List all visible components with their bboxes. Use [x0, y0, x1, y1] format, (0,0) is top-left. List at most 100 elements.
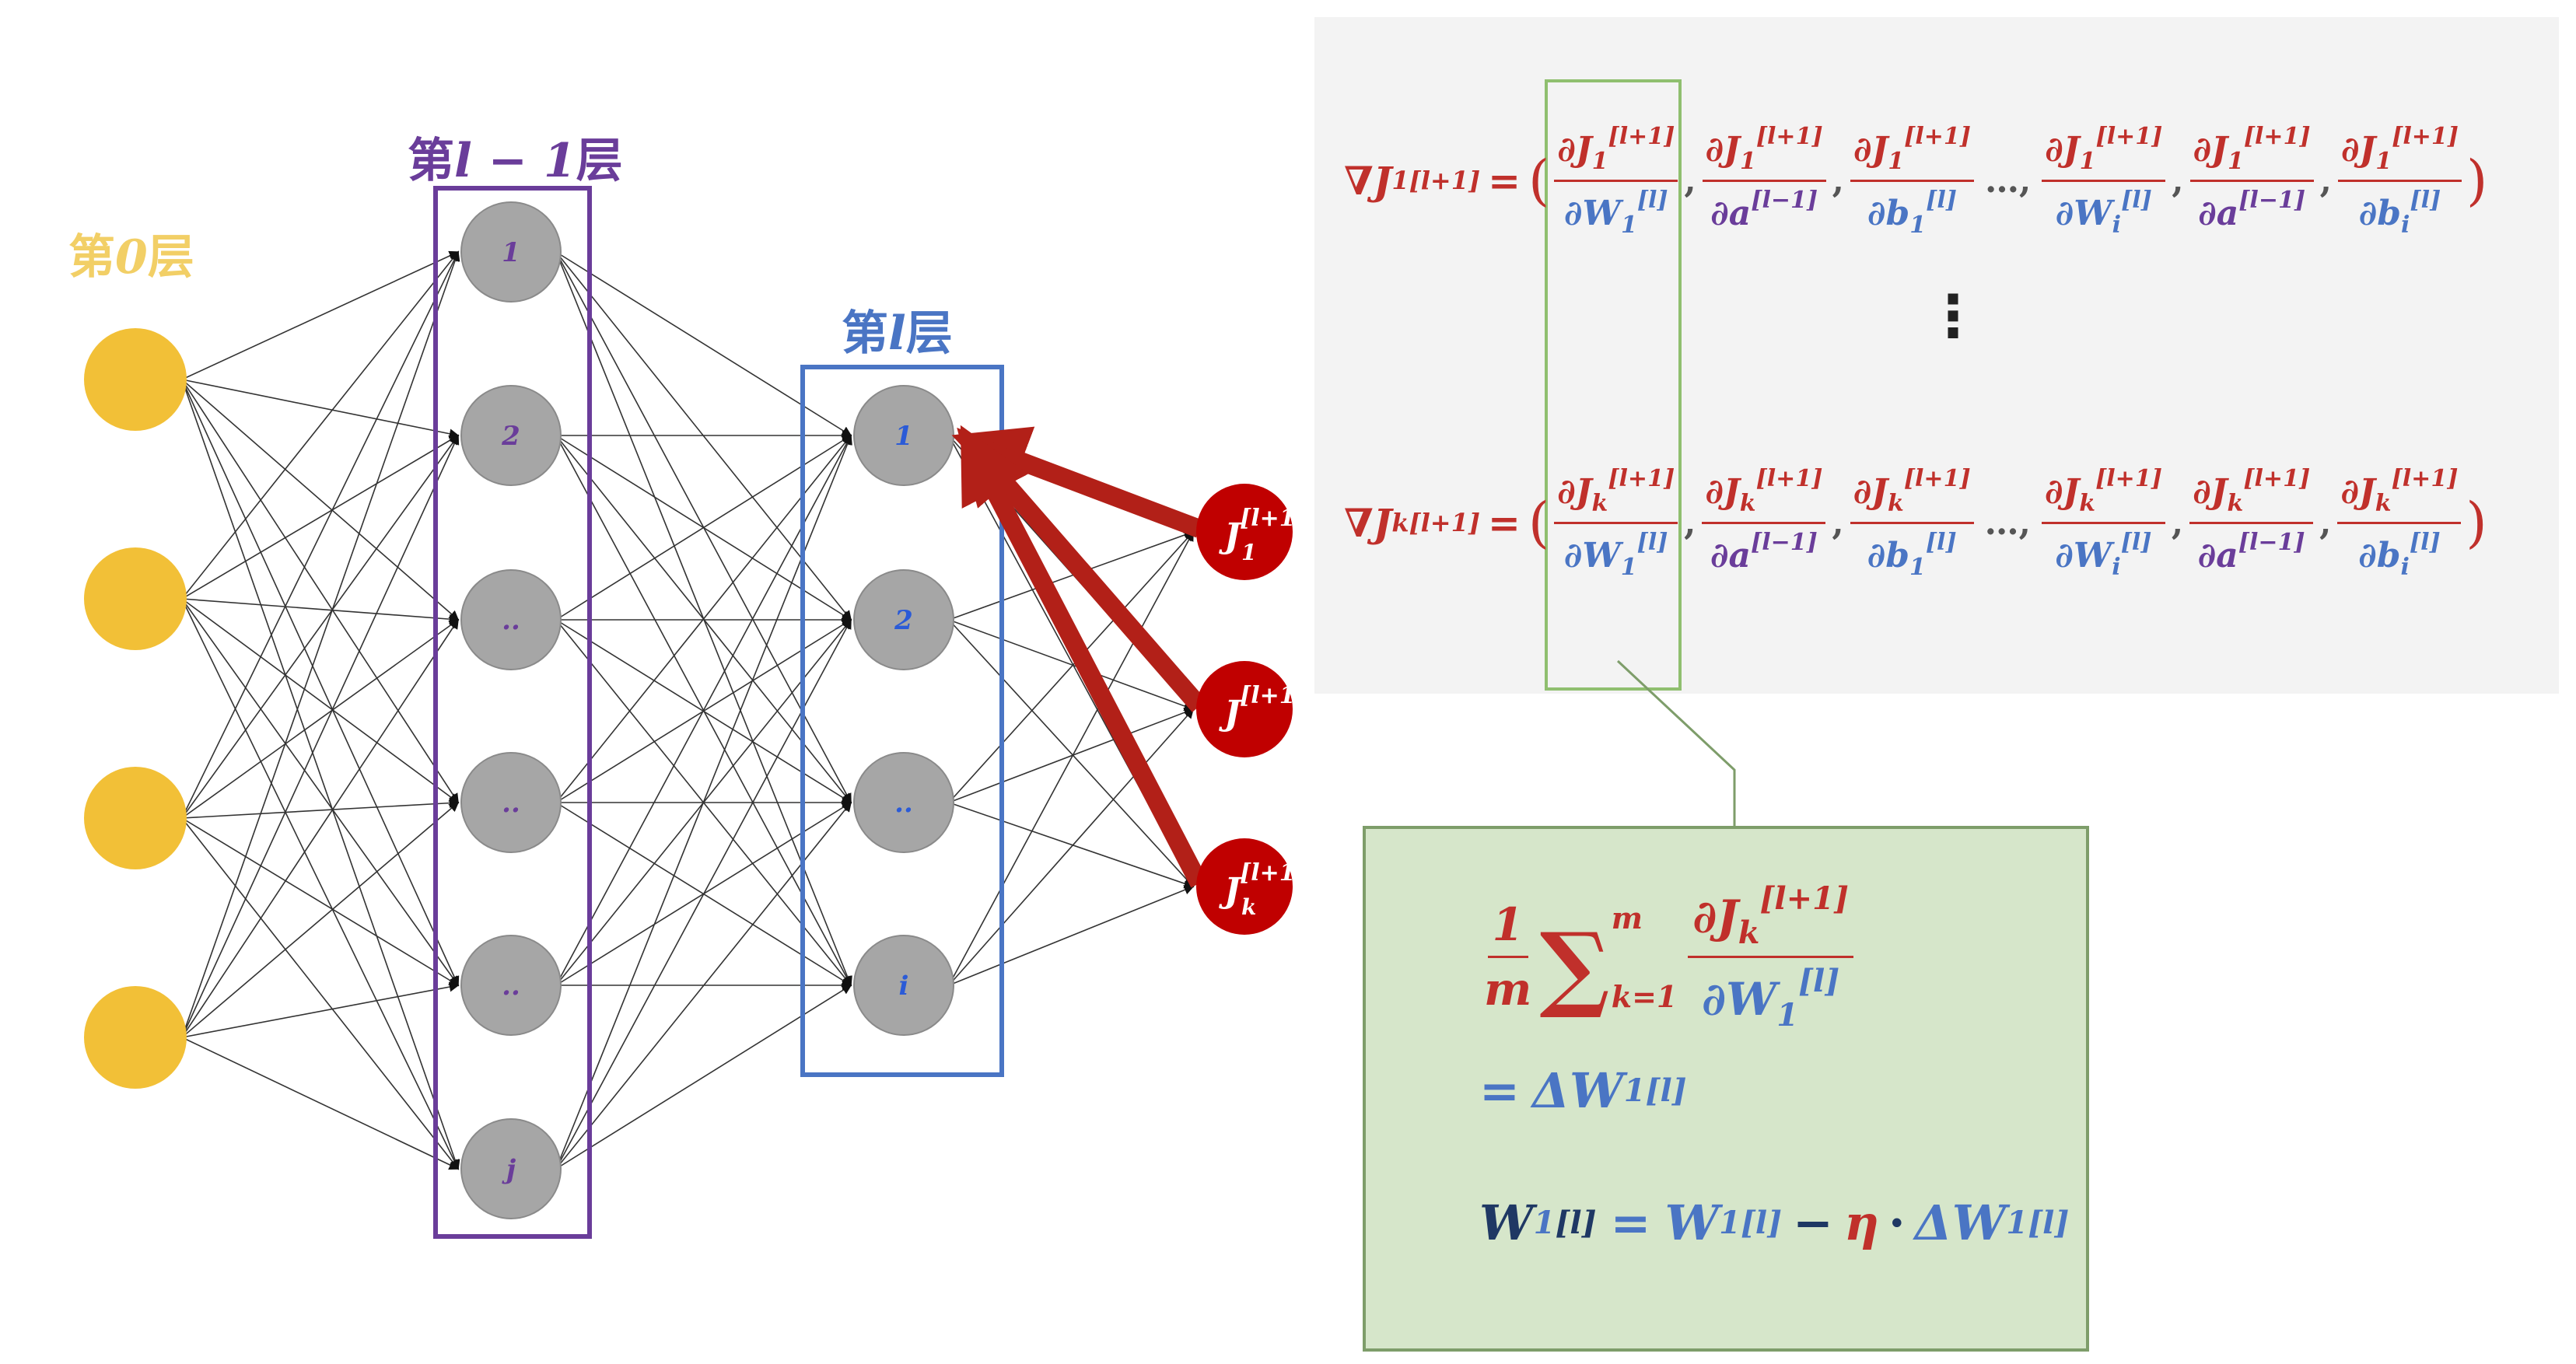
num-symbol: ∂J: [2044, 471, 2080, 512]
edge-input-to-prev: [181, 981, 460, 1038]
edge-input-to-prev: [181, 817, 460, 986]
ellipsis: …,: [1984, 502, 2031, 543]
fraction-numerator: ∂J1[l+1]: [2189, 123, 2314, 182]
num-sup: [l+1]: [1755, 464, 1823, 492]
fraction-denominator: ∂W1[l]: [1561, 182, 1671, 239]
fraction-numerator: ∂J1[l+1]: [1850, 123, 1974, 182]
cur-layer-node-label: 1: [894, 421, 913, 452]
edge-cur-to-out: [948, 619, 1195, 712]
edge-cur-to-out: [948, 885, 1195, 986]
num-sub: 1: [1888, 147, 1905, 175]
den-sup: [l−1]: [1751, 528, 1818, 556]
edge-input-to-prev: [181, 817, 459, 1170]
lhs-sup: [l+1]: [1409, 508, 1480, 537]
sigma-symbol: ∑: [1539, 911, 1610, 1022]
num-sup: [l+1]: [1608, 464, 1675, 492]
den-sup: [l]: [2121, 186, 2152, 214]
layer-l-box: [800, 365, 1004, 1077]
equals-sign: =: [1488, 157, 1521, 204]
cur-layer-node-label: 2: [894, 605, 913, 636]
num-sup: [l+1]: [1903, 464, 1971, 492]
partial-fraction: ∂Jk[l+1]∂b1[l]: [1850, 465, 1974, 581]
edge-input-to-prev: [181, 250, 459, 819]
den-sup: [l−1]: [2238, 186, 2306, 214]
num-sub: 1: [1591, 147, 1608, 175]
den-symbol: ∂a: [2197, 535, 2238, 575]
fraction-numerator: ∂Jk[l+1]: [2041, 465, 2165, 524]
partial-fraction: ∂J1[l+1]∂Wi[l]: [2042, 122, 2166, 239]
cur-layer-node-label: i: [899, 971, 909, 1002]
input-node: [84, 767, 187, 869]
partial-fraction: ∂Jk[l+1]∂a[l−1]: [2189, 465, 2314, 581]
den-sup: [l]: [2410, 186, 2441, 214]
partial-fraction: ∂Jk[l+1]∂Wi[l]: [2041, 465, 2165, 581]
num-sub: 1: [1739, 147, 1756, 175]
edge-prev-to-cur: [555, 251, 852, 436]
cur-layer-node: [853, 752, 954, 853]
num-symbol: ∂J: [1853, 129, 1888, 170]
den-sup: [l]: [2409, 528, 2441, 556]
comma: ,: [2172, 160, 2184, 201]
edge-cur-to-out: [948, 708, 1195, 986]
edge-input-to-prev: [181, 379, 460, 1170]
backprop-arrow: [960, 425, 1208, 888]
comma: ,: [1832, 160, 1844, 201]
edge-cur-to-out: [948, 708, 1195, 803]
fraction-numerator: ∂Jk[l+1]: [1850, 465, 1974, 524]
num-symbol: ∂J: [2193, 471, 2228, 512]
partial-fraction: ∂Jk[l+1]∂W1[l]: [1554, 465, 1678, 581]
edge-input-to-prev: [181, 435, 460, 600]
fraction-denominator: ∂Wi[l]: [2053, 182, 2155, 239]
edge-input-to-prev: [181, 798, 460, 819]
partial-fraction: ∂Jk[l+1]∂a[l−1]: [1702, 464, 1826, 581]
fraction-denominator: ∂a[l−1]: [1707, 182, 1821, 239]
fraction-denominator: ∂W1[l]: [1561, 524, 1671, 581]
nabla-j: ∇J: [1344, 499, 1392, 546]
num-sup: [l+1]: [1904, 122, 1971, 150]
num-sub: k: [2375, 489, 2392, 517]
prev-layer-node: [460, 569, 562, 670]
num-symbol: ∂J: [2340, 471, 2375, 512]
comma: ,: [1684, 502, 1696, 543]
den-sup: [l]: [1636, 528, 1668, 556]
num-sup: [l+1]: [2095, 122, 2163, 150]
close-paren: ): [2466, 149, 2488, 212]
num-sup: [l+1]: [2391, 464, 2459, 492]
ellipsis: …,: [1984, 160, 2032, 201]
num-sup: [l+1]: [2392, 122, 2459, 150]
den-symbol: ∂a: [1710, 193, 1752, 233]
fraction-denominator: ∂a[l−1]: [1707, 524, 1821, 581]
num-symbol: ∂J: [1705, 471, 1740, 512]
layer-l-label: 第l层: [842, 306, 953, 361]
edge-input-to-prev: [181, 250, 460, 1038]
edge-cur-to-out: [948, 619, 1195, 888]
output-node: [1196, 661, 1293, 757]
fraction-numerator: ∂J1[l+1]: [1702, 123, 1826, 182]
den-symbol: ∂b: [1867, 193, 1910, 233]
input-node: [84, 328, 187, 431]
num-symbol: ∂J: [2045, 129, 2080, 170]
fraction-denominator: ∂bi[l]: [2356, 182, 2444, 239]
mean-numerator: 1: [1487, 898, 1528, 958]
num-symbol: ∂J: [1853, 471, 1888, 512]
partial-fraction: ∂J1[l+1]∂W1[l]: [1554, 123, 1678, 239]
comma: ,: [2319, 502, 2332, 543]
edge-input-to-prev: [181, 619, 460, 819]
term-numerator: ∂Jk[l+1]: [1688, 880, 1853, 958]
open-paren: (: [1528, 149, 1550, 212]
den-sub: 1: [1620, 553, 1637, 581]
comma: ,: [1832, 502, 1844, 543]
den-sup: [l]: [1925, 528, 1957, 556]
edge-input-to-prev: [181, 434, 460, 1038]
fraction-numerator: ∂J1[l+1]: [2042, 122, 2166, 182]
fraction-numerator: ∂Jk[l+1]: [2189, 465, 2314, 524]
edge-input-to-prev: [181, 379, 460, 621]
den-symbol: ∂a: [1710, 535, 1752, 575]
